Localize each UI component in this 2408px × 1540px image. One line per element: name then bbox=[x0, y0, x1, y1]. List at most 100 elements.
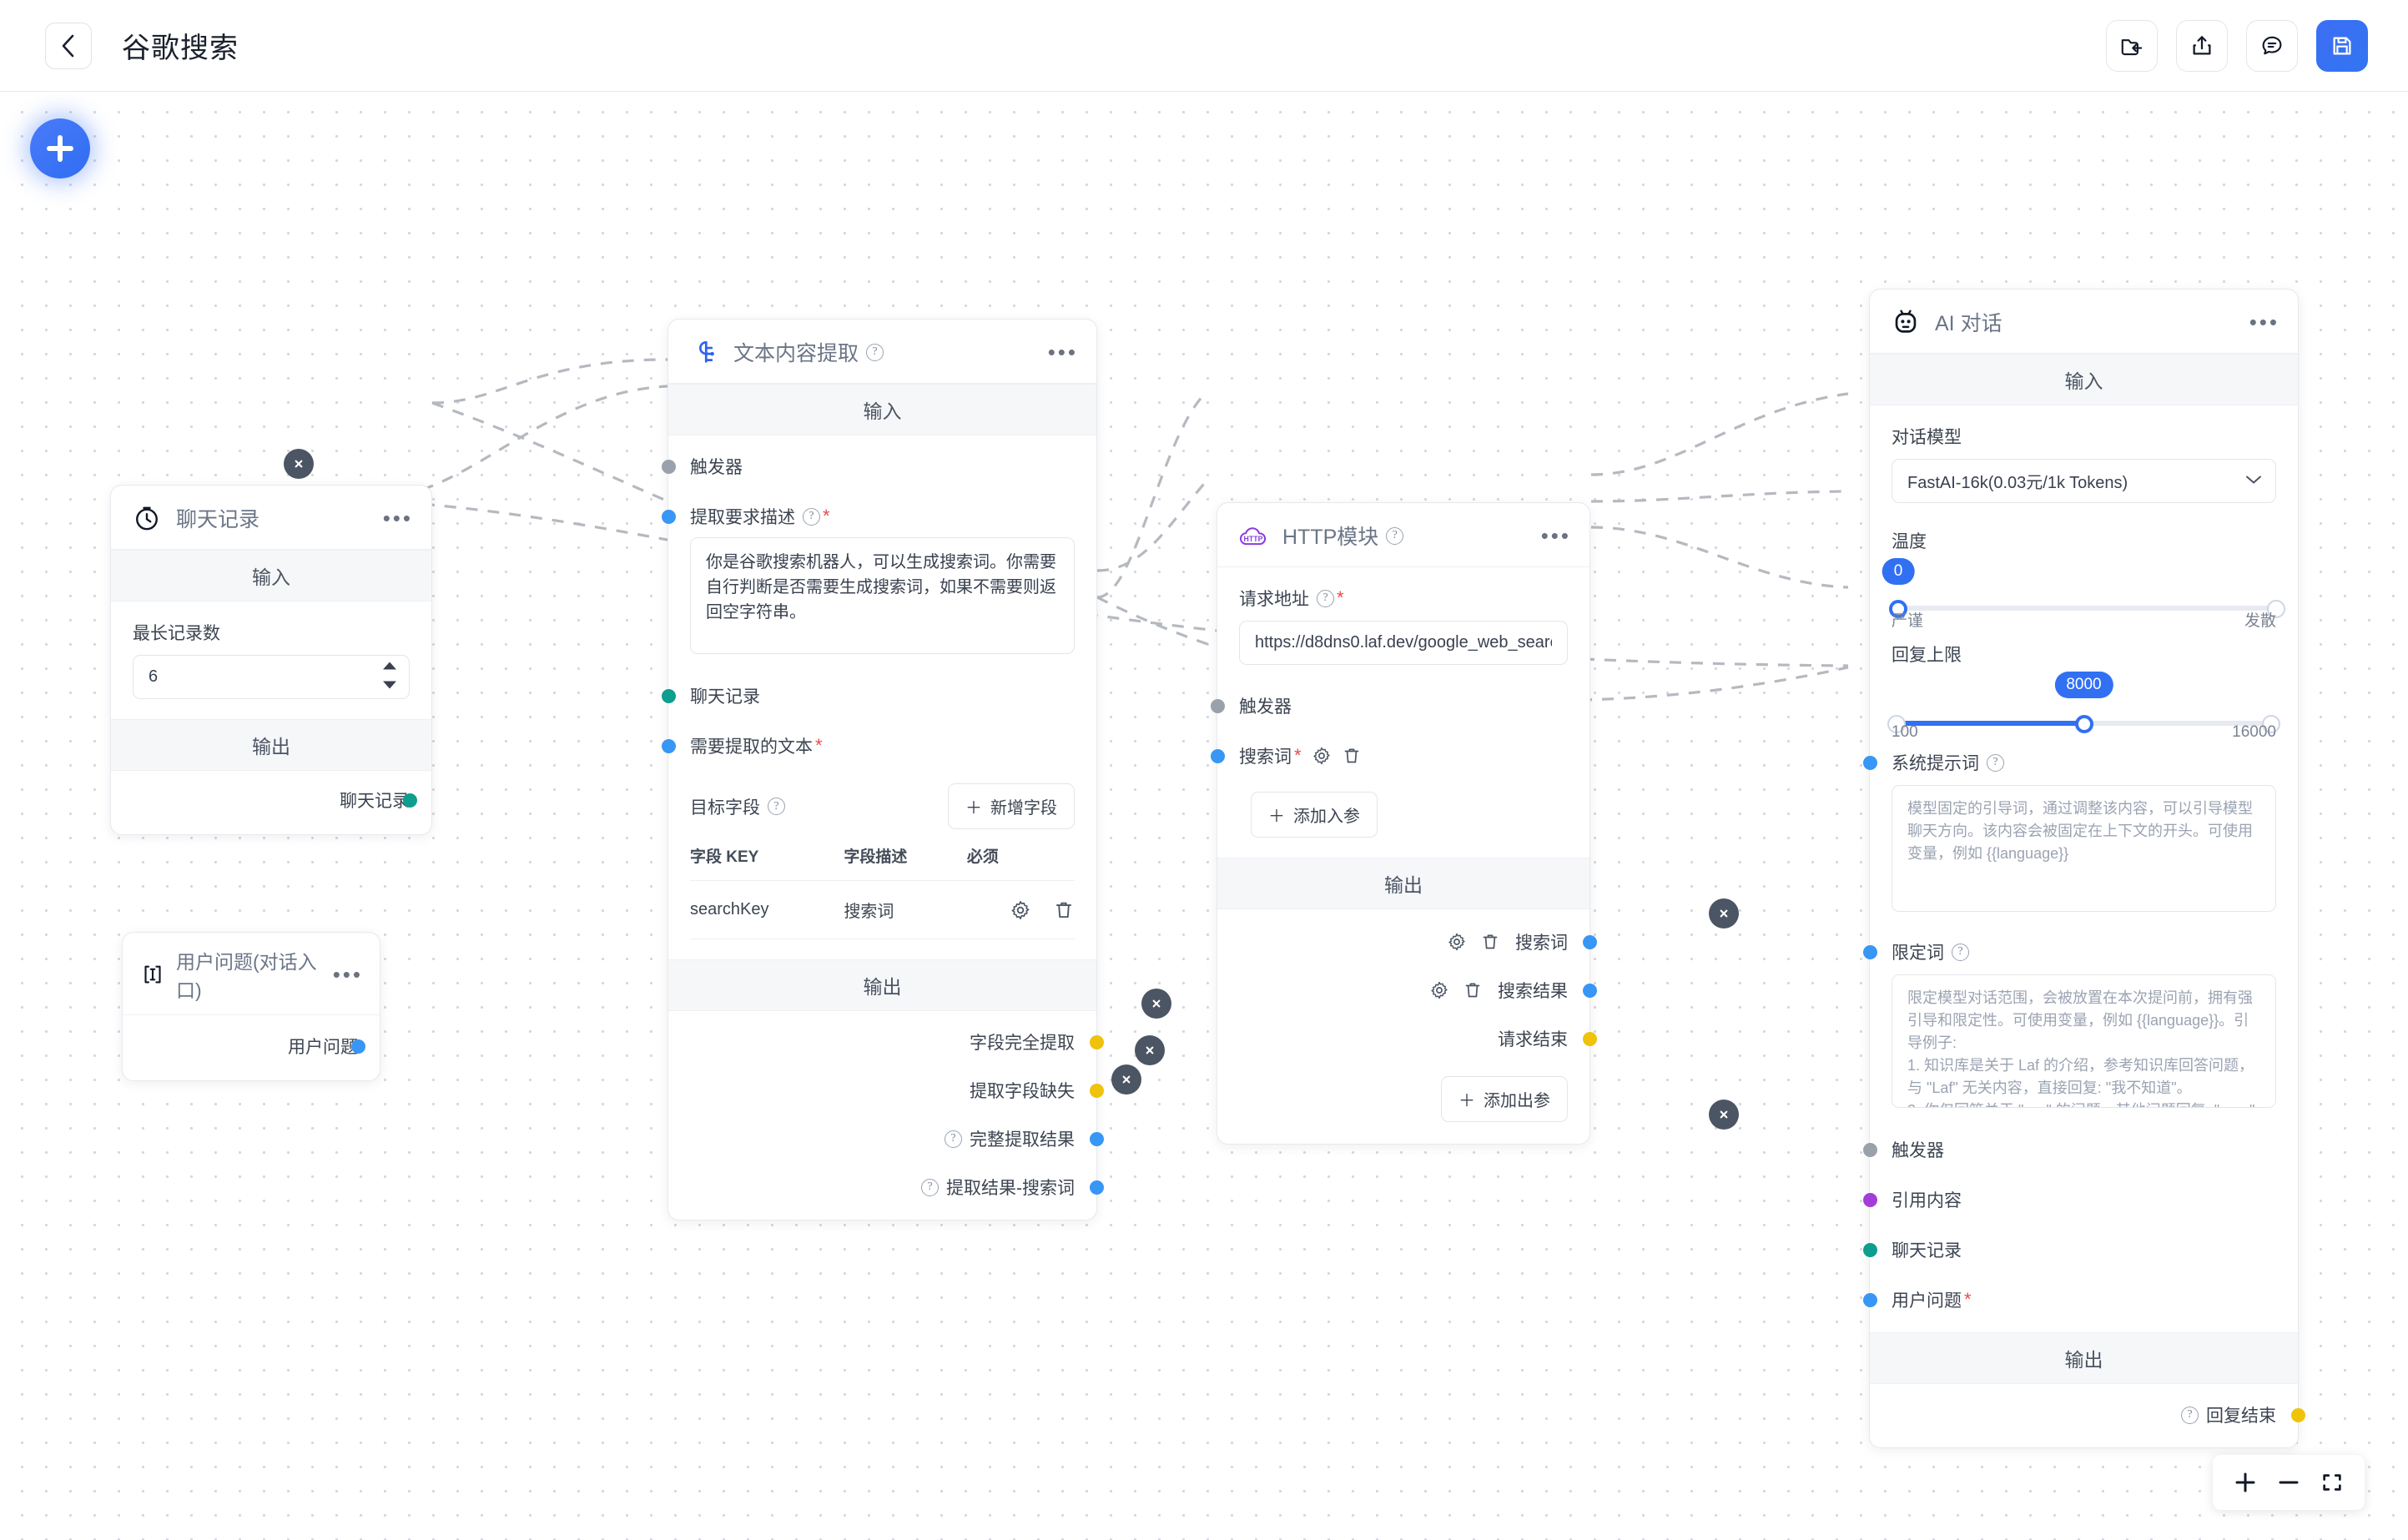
edge-delete-button[interactable] bbox=[1709, 1100, 1739, 1130]
help-icon[interactable]: ? bbox=[803, 507, 820, 526]
qualifier-textarea[interactable] bbox=[1892, 974, 2276, 1108]
edge-delete-button[interactable] bbox=[1141, 989, 1171, 1019]
input-label: 聊天记录 bbox=[1892, 1241, 1962, 1261]
import-folder-button[interactable] bbox=[2106, 19, 2158, 72]
node-ai-chat[interactable]: AI 对话 ••• 输入 对话模型 温度 0 bbox=[1862, 289, 2305, 1448]
node-menu-icon[interactable]: ••• bbox=[2249, 309, 2280, 335]
required-marker: * bbox=[815, 735, 823, 756]
maxtokens-max-knob[interactable] bbox=[2262, 715, 2280, 733]
maxtokens-min-knob[interactable] bbox=[1887, 715, 1906, 733]
temperature-slider[interactable]: 0 严谨 发散 bbox=[1882, 558, 2285, 630]
maxtokens-slider[interactable]: 8000 100 16000 bbox=[1887, 672, 2280, 741]
add-output-param-button[interactable]: ＋ 添加出参 bbox=[1441, 1076, 1568, 1122]
help-icon[interactable]: ? bbox=[1952, 943, 1969, 961]
max-records-stepper[interactable] bbox=[133, 655, 410, 699]
save-button[interactable] bbox=[2316, 19, 2368, 72]
stepper-up-icon[interactable] bbox=[381, 660, 398, 675]
input-port-system-prompt[interactable] bbox=[1862, 755, 1877, 770]
input-port-user-question[interactable] bbox=[1862, 1292, 1877, 1307]
description-textarea[interactable] bbox=[690, 537, 1075, 654]
input-port-search-key[interactable] bbox=[1210, 748, 1225, 763]
output-port-field-complete[interactable] bbox=[1089, 1034, 1104, 1049]
zoom-controls[interactable] bbox=[2213, 1455, 2365, 1510]
add-node-button[interactable] bbox=[30, 118, 90, 179]
output-port-search-key[interactable] bbox=[1089, 1180, 1104, 1195]
help-icon[interactable]: ? bbox=[1987, 753, 2004, 772]
help-icon[interactable]: ? bbox=[921, 1178, 939, 1196]
node-menu-icon[interactable]: ••• bbox=[382, 505, 413, 531]
input-port-chat-history[interactable] bbox=[661, 688, 676, 703]
node-chat-history[interactable]: 聊天记录 ••• 输入 最长记录数 bbox=[110, 485, 432, 835]
input-row-quote: 引用内容 bbox=[1862, 1187, 2276, 1212]
zoom-out-button[interactable] bbox=[2269, 1463, 2308, 1502]
add-input-param-button[interactable]: ＋ 添加入参 bbox=[1251, 792, 1378, 838]
node-header: 聊天记录 ••• bbox=[111, 486, 431, 550]
output-row-chat-history: 聊天记录 bbox=[133, 788, 417, 813]
help-icon[interactable]: ? bbox=[1317, 589, 1334, 607]
trash-icon[interactable] bbox=[1342, 746, 1362, 766]
gear-icon[interactable] bbox=[1429, 980, 1449, 1000]
add-field-button[interactable]: ＋ 新增字段 bbox=[948, 783, 1075, 829]
gear-icon[interactable] bbox=[1010, 899, 1031, 921]
output-port-search-key[interactable] bbox=[1582, 934, 1597, 949]
input-port-trigger[interactable] bbox=[1862, 1142, 1877, 1157]
node-outputs: 搜索词 搜索结果 请求结束 bbox=[1217, 909, 1597, 1144]
output-port-request-end[interactable] bbox=[1582, 1031, 1597, 1046]
model-select[interactable] bbox=[1892, 459, 2276, 503]
stepper-arrows[interactable] bbox=[381, 660, 398, 694]
output-port-full-result[interactable] bbox=[1089, 1131, 1104, 1146]
input-port-trigger[interactable] bbox=[661, 459, 676, 474]
input-port-quote[interactable] bbox=[1862, 1192, 1877, 1207]
system-prompt-textarea[interactable] bbox=[1892, 785, 2276, 912]
edge-delete-button[interactable] bbox=[1111, 1064, 1141, 1095]
input-port-text[interactable] bbox=[661, 738, 676, 753]
output-section-label: 输出 bbox=[111, 719, 431, 771]
node-menu-icon[interactable]: ••• bbox=[332, 961, 363, 987]
input-label: 需要提取的文本 bbox=[690, 737, 813, 757]
node-user-question[interactable]: 用户问题(对话入口) ••• 用户问题 bbox=[122, 932, 380, 1081]
export-button[interactable] bbox=[2176, 19, 2228, 72]
zoom-in-button[interactable] bbox=[2226, 1463, 2264, 1502]
temperature-max-knob[interactable] bbox=[2267, 600, 2285, 618]
input-port-description[interactable] bbox=[661, 509, 676, 524]
help-icon[interactable]: ? bbox=[1386, 526, 1404, 545]
fit-view-button[interactable] bbox=[2313, 1463, 2351, 1502]
help-icon[interactable]: ? bbox=[866, 343, 884, 361]
gear-icon[interactable] bbox=[1312, 746, 1332, 766]
output-port-chat-history[interactable] bbox=[402, 793, 417, 808]
input-port-qualifier[interactable] bbox=[1862, 944, 1877, 959]
trash-icon[interactable] bbox=[1480, 932, 1500, 952]
output-port-search-result[interactable] bbox=[1582, 983, 1597, 998]
edge-delete-button[interactable] bbox=[1135, 1035, 1165, 1065]
chat-test-button[interactable] bbox=[2246, 19, 2298, 72]
col-desc: 字段描述 bbox=[844, 848, 908, 866]
help-icon[interactable]: ? bbox=[945, 1130, 962, 1148]
temperature-knob[interactable] bbox=[1889, 600, 1907, 618]
input-port-chat-history[interactable] bbox=[1862, 1242, 1877, 1257]
input-port-trigger[interactable] bbox=[1210, 698, 1225, 713]
model-select-value[interactable] bbox=[1892, 459, 2276, 503]
help-icon[interactable]: ? bbox=[768, 798, 785, 815]
output-port-user-question[interactable] bbox=[350, 1039, 365, 1054]
url-input[interactable] bbox=[1239, 621, 1568, 665]
node-menu-icon[interactable]: ••• bbox=[1540, 522, 1571, 548]
node-text-extract[interactable]: 文本内容提取 ? ••• 输入 触发器 提取要求描述 ? * bbox=[661, 319, 1104, 1220]
node-http-module[interactable]: HTTP HTTP模块 ? ••• 请求地址 ? * 触发器 bbox=[1210, 502, 1597, 1145]
back-button[interactable] bbox=[45, 22, 92, 69]
output-port-reply-end[interactable] bbox=[2290, 1407, 2305, 1422]
edge-delete-button[interactable] bbox=[1709, 898, 1739, 929]
workflow-canvas[interactable]: 聊天记录 ••• 输入 最长记录数 bbox=[0, 92, 2408, 1540]
max-records-input[interactable] bbox=[133, 655, 410, 699]
input-label: 引用内容 bbox=[1892, 1191, 1962, 1210]
node-outputs: ? 回复结束 bbox=[1870, 1384, 2305, 1447]
help-icon[interactable]: ? bbox=[2181, 1406, 2199, 1424]
node-menu-icon[interactable]: ••• bbox=[1047, 339, 1078, 365]
trash-icon[interactable] bbox=[1053, 899, 1075, 921]
gear-icon[interactable] bbox=[1447, 932, 1467, 952]
edge-delete-button[interactable] bbox=[284, 449, 314, 479]
maxtokens-knob[interactable] bbox=[2074, 715, 2093, 733]
stepper-down-icon[interactable] bbox=[381, 679, 398, 694]
trash-icon[interactable] bbox=[1463, 980, 1483, 1000]
output-port-field-missing[interactable] bbox=[1089, 1083, 1104, 1098]
input-row-trigger: 触发器 bbox=[1862, 1137, 2276, 1162]
